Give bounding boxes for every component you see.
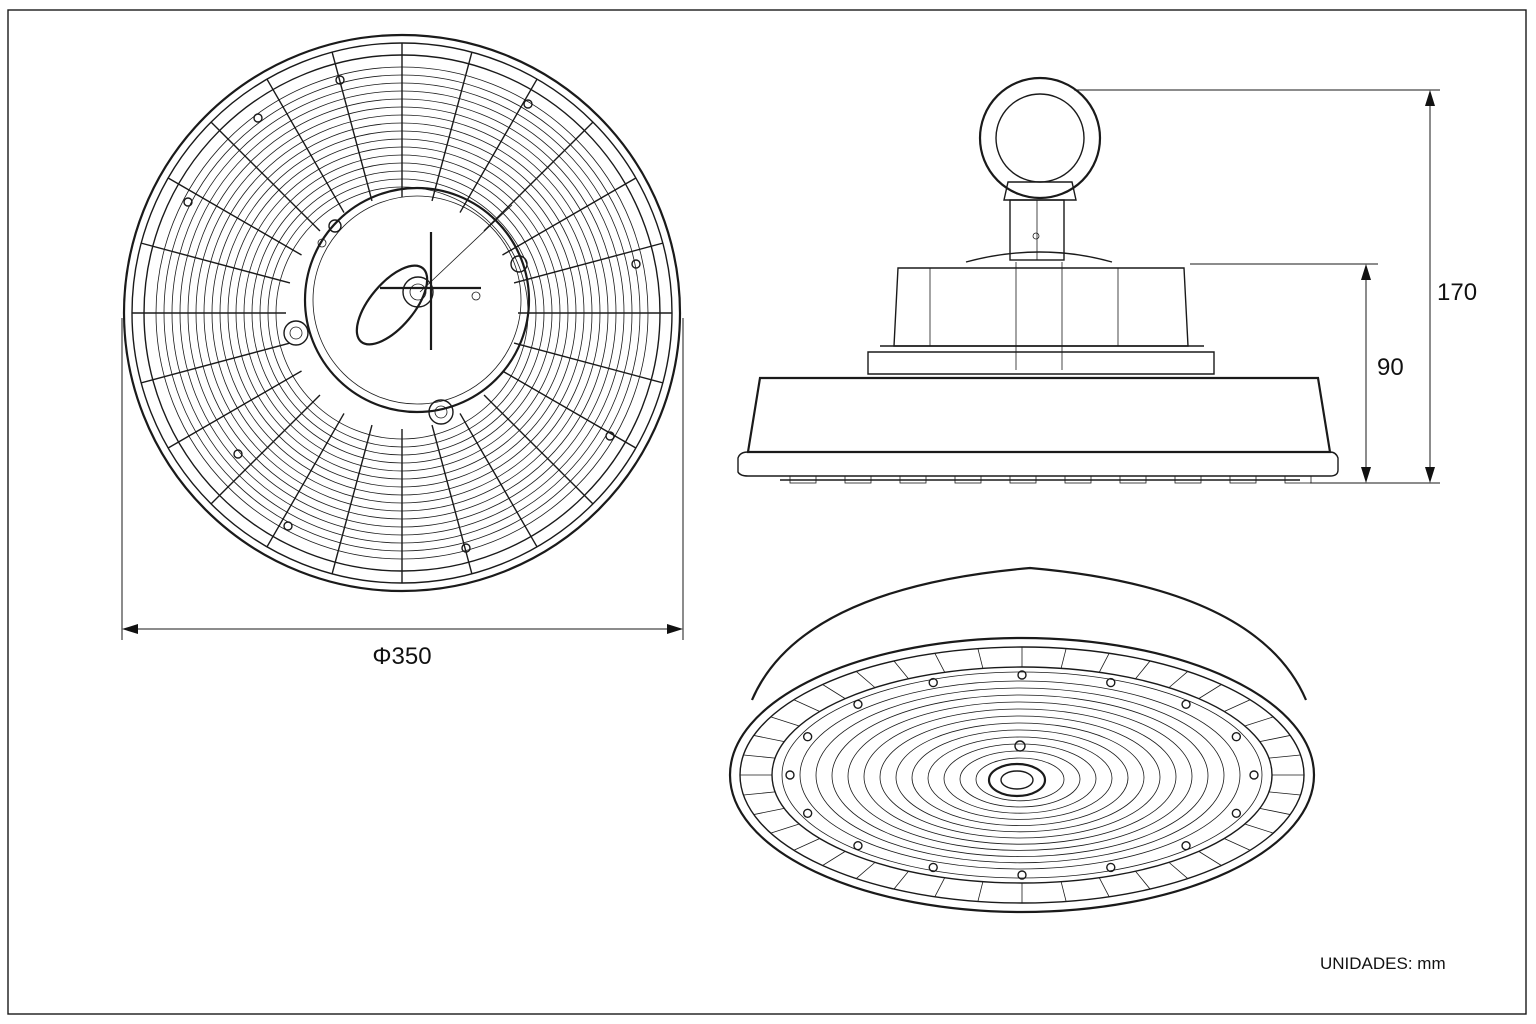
screw-bottom (428, 399, 454, 425)
side-view-drawing (737, 76, 1339, 484)
perspective-view-drawing (728, 566, 1316, 914)
diameter-label: Φ350 (372, 643, 431, 670)
height-dimensions (1074, 89, 1440, 484)
diameter-dimension (121, 318, 684, 640)
total-height-label: 170 (1437, 279, 1477, 306)
top-view-drawing (122, 33, 682, 593)
units-note: UNIDADES: mm (1320, 954, 1446, 973)
body-height-label: 90 (1377, 354, 1404, 381)
drawing-frame (7, 9, 1527, 1015)
screw-left (283, 320, 309, 346)
